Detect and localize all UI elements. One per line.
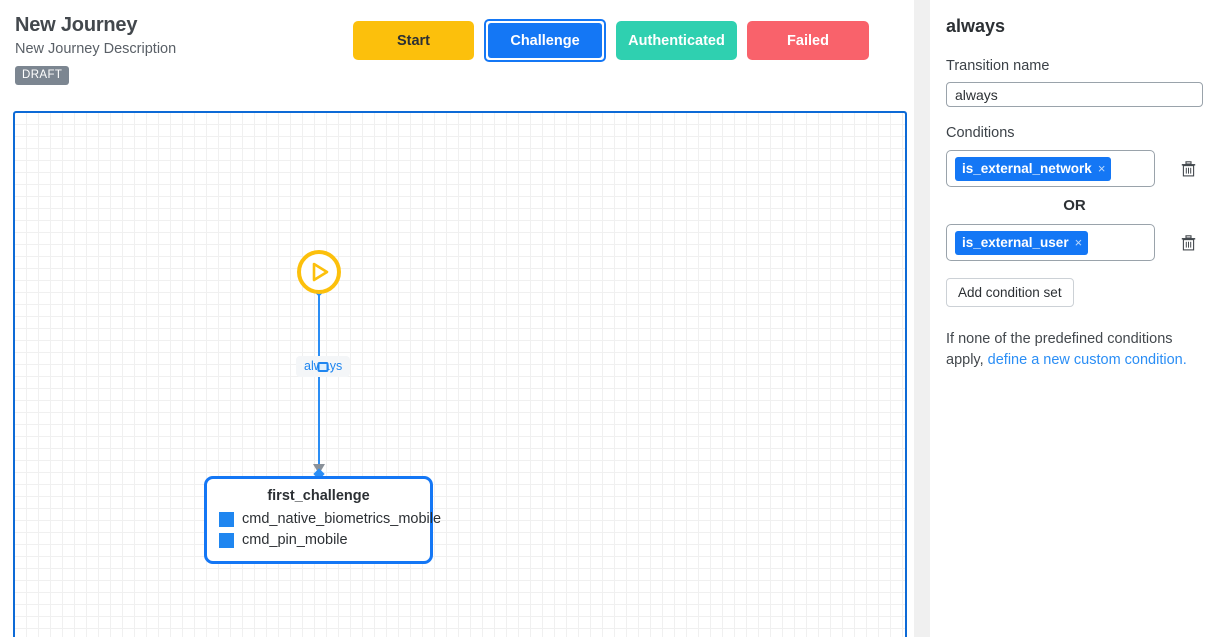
transition-name-label: Transition name [946, 58, 1050, 74]
state-button-failed[interactable]: Failed [747, 21, 869, 60]
edge-label-always[interactable]: always [296, 356, 351, 377]
status-badge: DRAFT [15, 66, 70, 85]
condition-chip-label: is_external_network [962, 160, 1092, 176]
condition-chip-label: is_external_user [962, 234, 1069, 250]
custom-condition-hint-text: If none of the predefined conditions app… [946, 331, 1173, 368]
flow-node-item[interactable]: cmd_pin_mobile [217, 530, 420, 551]
transition-properties-panel: always Transition name always Conditions… [930, 0, 1215, 637]
or-divider-label: OR [1063, 197, 1086, 214]
start-node[interactable] [297, 250, 341, 294]
add-condition-set-button[interactable]: Add condition set [946, 278, 1074, 307]
condition-set-input[interactable]: is_external_network × [946, 150, 1155, 187]
state-button-authenticated[interactable]: Authenticated [616, 21, 737, 60]
page-title: New Journey [15, 14, 138, 36]
custom-condition-link[interactable]: define a new custom condition. [987, 352, 1187, 368]
condition-set-input[interactable]: is_external_user × [946, 224, 1155, 261]
state-button-start[interactable]: Start [353, 21, 474, 60]
state-button-group: Start Challenge Authenticated Failed [353, 19, 869, 62]
delete-condition-set-button[interactable] [1177, 232, 1199, 254]
chip-remove-icon[interactable]: × [1097, 160, 1106, 176]
panel-divider [914, 0, 930, 637]
transition-name-input[interactable]: always [946, 82, 1203, 107]
command-square-icon [219, 512, 234, 527]
flow-canvas[interactable]: always first_challenge cmd_native_biomet… [13, 111, 907, 637]
condition-chip[interactable]: is_external_user × [955, 230, 1089, 255]
flow-node-first-challenge[interactable]: first_challenge cmd_native_biometrics_mo… [204, 476, 441, 564]
command-square-icon [219, 533, 234, 548]
trash-icon [1181, 160, 1195, 176]
main-area: New Journey New Journey Description DRAF… [0, 0, 914, 637]
state-button-challenge[interactable]: Challenge [484, 19, 606, 62]
delete-condition-set-button[interactable] [1177, 158, 1199, 180]
page-description: New Journey Description [15, 41, 177, 57]
flow-node-item-label: cmd_pin_mobile [242, 532, 348, 548]
state-button-challenge-label: Challenge [488, 23, 602, 58]
condition-chip[interactable]: is_external_network × [955, 156, 1112, 181]
flow-node-item[interactable]: cmd_native_biometrics_mobile [217, 509, 441, 530]
title-block: New Journey New Journey Description DRAF… [15, 12, 176, 85]
flow-node-title: first_challenge [267, 488, 370, 504]
panel-title: always [946, 16, 1006, 36]
conditions-label: Conditions [946, 125, 1015, 141]
edge-settings-icon[interactable] [317, 361, 329, 372]
custom-condition-hint: If none of the predefined conditions app… [946, 329, 1196, 371]
trash-icon [1181, 234, 1195, 250]
condition-set-row: is_external_user × [946, 224, 1199, 261]
flow-edges [313, 285, 325, 480]
page-header: New Journey New Journey Description DRAF… [0, 0, 914, 100]
condition-set-row: is_external_network × [946, 150, 1199, 187]
chip-remove-icon[interactable]: × [1074, 234, 1083, 250]
flow-node-item-label: cmd_native_biometrics_mobile [242, 511, 442, 527]
play-icon [312, 262, 329, 282]
